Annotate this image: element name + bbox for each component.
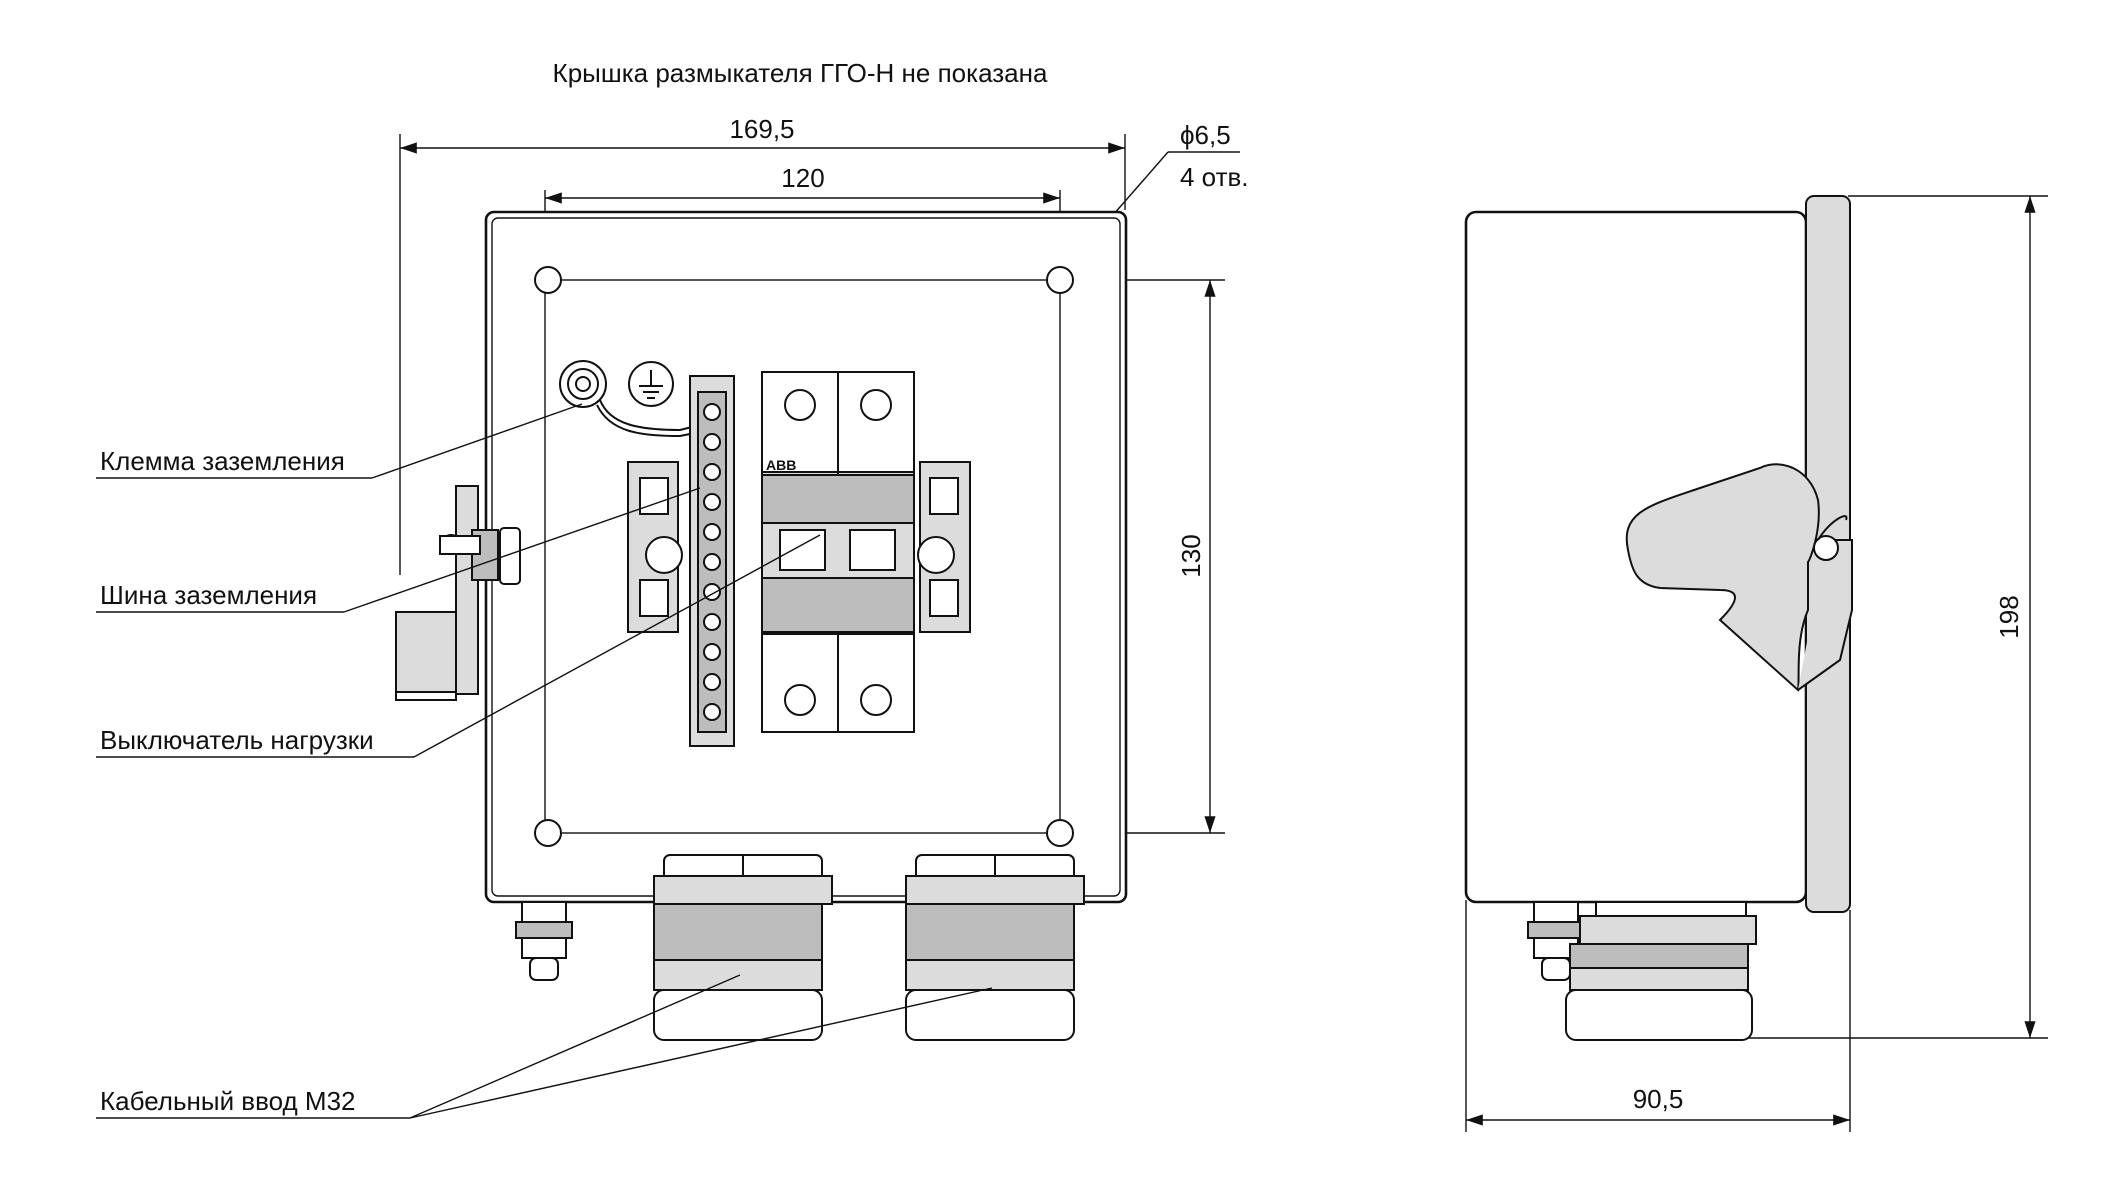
side-cable-entry — [1565, 901, 1757, 1041]
dim-hole-diameter: ϕ6,5 — [1180, 120, 1231, 150]
switch-handle — [1625, 463, 1853, 692]
side-view: 198 90,5 — [1464, 195, 2048, 1132]
dim-hole-count: 4 отв. — [1180, 162, 1249, 192]
mounting-hole — [1046, 266, 1074, 294]
mounting-hole — [534, 266, 562, 294]
label-ground-bus: Шина заземления — [100, 580, 317, 610]
dim-depth: 90,5 — [1633, 1084, 1684, 1114]
din-clip-right — [917, 461, 971, 633]
drawing-note: Крышка размыкателя ГГО-Н не показана — [553, 58, 1048, 88]
dim-hole-spacing-h: 120 — [781, 163, 824, 193]
side-ground-bolt — [1527, 901, 1585, 981]
earth-symbol-icon — [628, 361, 674, 407]
mounting-hole — [534, 819, 562, 847]
ground-bolt — [515, 901, 573, 981]
load-switch: ABB — [761, 371, 915, 733]
ground-terminal — [559, 360, 701, 438]
dim-height: 198 — [1994, 595, 2024, 638]
ground-bus — [689, 375, 735, 747]
label-ground-terminal: Клемма заземления — [100, 446, 345, 476]
din-clip-left — [627, 461, 683, 633]
label-cable-entry: Кабельный ввод М32 — [100, 1086, 356, 1116]
cable-entry-right — [905, 854, 1085, 1041]
dim-overall-width: 169,5 — [729, 114, 794, 144]
front-view: 169,5 120 130 ϕ6,5 4 отв. — [96, 114, 1249, 1119]
mounting-hole — [1046, 819, 1074, 847]
side-bracket — [395, 485, 521, 701]
label-load-switch: Выключатель нагрузки — [100, 725, 374, 755]
dim-hole-spacing-v: 130 — [1176, 534, 1206, 577]
switch-brand: ABB — [766, 457, 796, 473]
cable-entry-left — [653, 854, 833, 1041]
